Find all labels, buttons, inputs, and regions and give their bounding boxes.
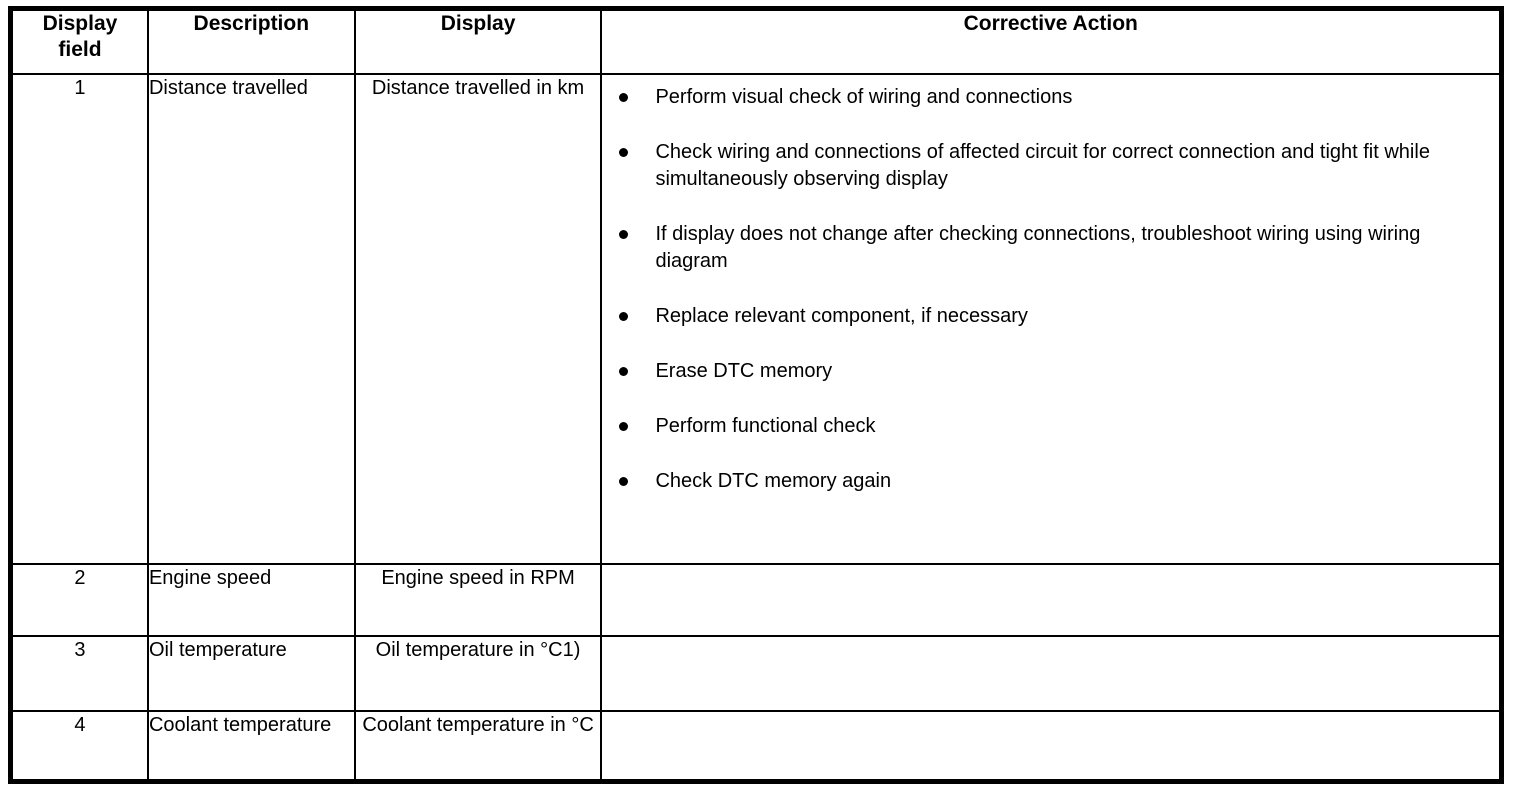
diagnostic-display-table: Display field Description Display Correc…	[8, 6, 1504, 784]
list-item: Check wiring and connections of affected…	[619, 139, 1477, 193]
cell-display-field: 3	[9, 635, 149, 712]
column-header-corrective-action-label: Corrective Action	[963, 12, 1138, 35]
cell-corrective-action	[600, 635, 1503, 712]
table-row: 3 Oil temperature Oil temperature in °C1…	[9, 635, 1503, 712]
corrective-action-list: Perform visual check of wiring and conne…	[602, 75, 1499, 495]
list-item-label: Check wiring and connections of affected…	[655, 141, 1430, 190]
bullet-dot-icon	[619, 148, 629, 157]
column-header-display-field-line2: field	[58, 38, 102, 61]
column-header-description-label: Description	[193, 12, 310, 35]
list-item: If display does not change after checkin…	[619, 221, 1477, 275]
column-header-display-label: Display	[440, 12, 516, 35]
list-item-label: Erase DTC memory	[655, 360, 833, 382]
cell-corrective-action	[600, 563, 1503, 637]
column-header-corrective-action: Corrective Action	[600, 7, 1503, 75]
cell-display: Oil temperature in °C1)	[353, 635, 603, 712]
table-row: 1 Distance travelled Distance travelled …	[9, 73, 1503, 565]
cell-display-field: 2	[9, 563, 149, 637]
list-item-label: Check DTC memory again	[655, 470, 892, 492]
cell-description: Distance travelled	[146, 73, 356, 565]
table-header: Display field Description Display Correc…	[9, 7, 1503, 75]
cell-corrective-action: Perform visual check of wiring and conne…	[600, 73, 1503, 565]
cell-display: Coolant temperature in °C	[353, 710, 603, 783]
cell-display: Distance travelled in km	[353, 73, 603, 565]
list-item: Perform functional check	[619, 413, 1477, 440]
bullet-dot-icon	[619, 93, 629, 102]
cell-display: Engine speed in RPM	[353, 563, 603, 637]
bullet-dot-icon	[619, 230, 629, 239]
cell-corrective-action	[600, 710, 1503, 783]
list-item-label: Replace relevant component, if necessary	[655, 305, 1028, 327]
column-header-display: Display	[353, 7, 603, 75]
column-header-description: Description	[146, 7, 356, 75]
list-item: Perform visual check of wiring and conne…	[619, 84, 1477, 111]
list-item: Erase DTC memory	[619, 358, 1477, 385]
column-header-display-field: Display field	[9, 7, 149, 75]
list-item: Replace relevant component, if necessary	[619, 303, 1477, 330]
cell-description: Coolant temperature	[146, 710, 356, 783]
bullet-dot-icon	[619, 477, 629, 486]
column-header-display-field-line1: Display	[42, 12, 118, 35]
list-item-label: Perform functional check	[655, 415, 876, 437]
cell-display-field: 4	[9, 710, 149, 783]
list-item-label: If display does not change after checkin…	[655, 223, 1421, 272]
bullet-dot-icon	[619, 312, 629, 321]
cell-description: Oil temperature	[146, 635, 356, 712]
table-header-row: Display field Description Display Correc…	[9, 7, 1503, 75]
list-item: Check DTC memory again	[619, 468, 1477, 495]
cell-display-field: 1	[9, 73, 149, 565]
bullet-dot-icon	[619, 367, 629, 376]
table-row: 4 Coolant temperature Coolant temperatur…	[9, 710, 1503, 783]
bullet-dot-icon	[619, 422, 629, 431]
list-item-label: Perform visual check of wiring and conne…	[655, 86, 1073, 108]
cell-description: Engine speed	[146, 563, 356, 637]
table-body: 1 Distance travelled Distance travelled …	[9, 73, 1503, 783]
table-row: 2 Engine speed Engine speed in RPM	[9, 563, 1503, 637]
